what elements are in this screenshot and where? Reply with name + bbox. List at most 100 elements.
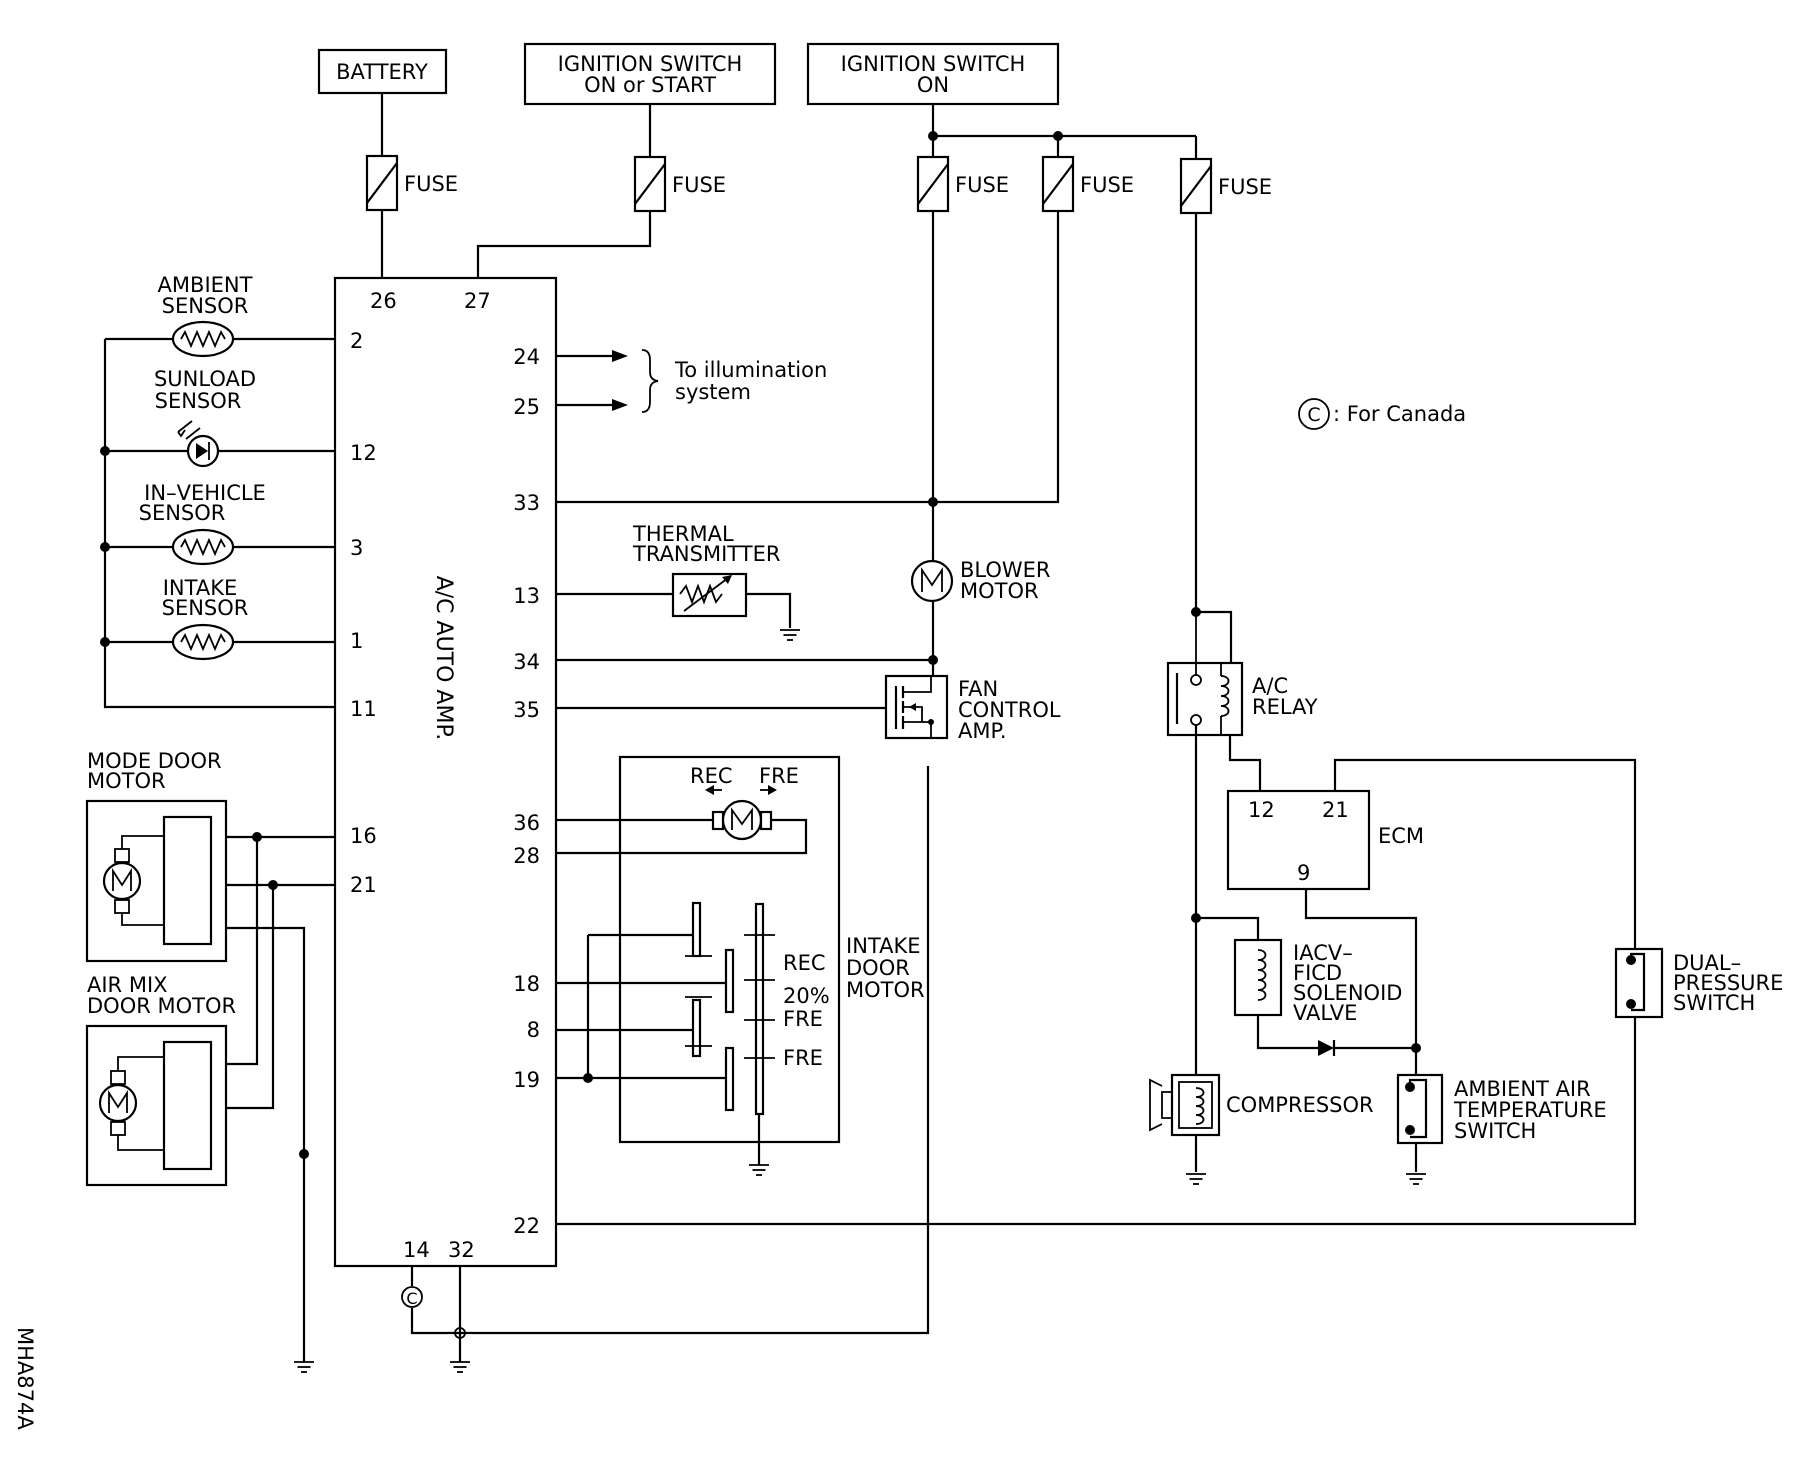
svg-text:TRANSMITTER: TRANSMITTER — [632, 542, 780, 566]
svg-text:THERMAL: THERMAL — [632, 522, 734, 546]
svg-text:FUSE: FUSE — [404, 172, 458, 196]
svg-text:A/C AUTO AMP.: A/C AUTO AMP. — [431, 576, 456, 741]
svg-text:SUNLOAD: SUNLOAD — [154, 367, 256, 391]
intake-door-motor: REC FRE REC 20% FRE FRE INTAKE DOOR MOTO… — [556, 755, 925, 1176]
svg-text:18: 18 — [513, 972, 540, 996]
svg-text:DOOR: DOOR — [846, 956, 910, 980]
fuse-ign-start: FUSE — [633, 155, 726, 213]
svg-text:MOTOR: MOTOR — [846, 978, 925, 1002]
ac-relay: A/C RELAY — [1166, 612, 1318, 737]
svg-text:9: 9 — [1297, 861, 1310, 885]
compressor: COMPRESSOR — [1149, 1073, 1374, 1137]
canada-note: C : For Canada — [1298, 398, 1466, 430]
svg-text:19: 19 — [513, 1068, 540, 1092]
svg-text:SOLENOID: SOLENOID — [1293, 981, 1402, 1005]
svg-text:SWITCH: SWITCH — [1673, 991, 1755, 1015]
wire-ecm-9 — [1304, 889, 1418, 1048]
svg-text:20%: 20% — [783, 984, 830, 1008]
svg-text:PRESSURE: PRESSURE — [1673, 971, 1783, 995]
ambient-air-temperature-switch: AMBIENT AIR TEMPERATURE SWITCH — [1396, 1048, 1607, 1172]
fuse-ign-on-3: FUSE — [1179, 157, 1272, 215]
svg-text:FICD: FICD — [1293, 961, 1342, 985]
svg-text:BATTERY: BATTERY — [336, 60, 428, 84]
svg-text:AMP.: AMP. — [958, 719, 1007, 743]
svg-text:21: 21 — [1322, 798, 1349, 822]
svg-text:MODE DOOR: MODE DOOR — [87, 749, 222, 773]
svg-text:26: 26 — [370, 289, 397, 313]
svg-text:DUAL–: DUAL– — [1673, 951, 1741, 975]
svg-text:AIR MIX: AIR MIX — [87, 973, 168, 997]
iacv-ficd-solenoid-valve: IACV– FICD SOLENOID VALVE — [1233, 938, 1402, 1025]
air-mix-door-motor: AIR MIX DOOR MOTOR — [85, 973, 236, 1187]
intake-sensor: INTAKE SENSOR — [162, 576, 249, 661]
svg-text:36: 36 — [513, 811, 540, 835]
svg-text:34: 34 — [513, 650, 540, 674]
door-motor-wires — [211, 835, 335, 1362]
illumination-outputs: To illumination system — [556, 349, 827, 413]
svg-text:FRE: FRE — [783, 1046, 823, 1070]
svg-text:FRE: FRE — [759, 764, 799, 788]
thermal-transmitter: THERMAL TRANSMITTER — [556, 522, 801, 641]
battery-source: BATTERY — [317, 48, 448, 95]
svg-text:FUSE: FUSE — [1080, 173, 1134, 197]
svg-text:28: 28 — [513, 844, 540, 868]
svg-text:35: 35 — [513, 698, 540, 722]
svg-text:ECM: ECM — [1378, 824, 1424, 848]
fuse-ign-on-1: FUSE — [916, 155, 1009, 213]
wire-iacv-in — [1196, 916, 1260, 940]
svg-text:12: 12 — [1248, 798, 1275, 822]
ignition-on-source: IGNITION SWITCH ON — [806, 42, 1060, 106]
svg-text:24: 24 — [513, 345, 540, 369]
amp-ground-wires — [410, 766, 930, 1362]
svg-text:: For Canada: : For Canada — [1333, 402, 1466, 426]
wire-ecm-21 — [1333, 758, 1637, 949]
svg-text:AMBIENT AIR: AMBIENT AIR — [1454, 1077, 1591, 1101]
svg-text:AMBIENT: AMBIENT — [158, 273, 253, 297]
svg-text:ON or START: ON or START — [584, 73, 716, 97]
svg-text:C: C — [1307, 404, 1320, 426]
sensor-wires — [103, 337, 335, 709]
svg-text:FRE: FRE — [783, 1007, 823, 1031]
svg-text:27: 27 — [464, 289, 491, 313]
svg-text:RELAY: RELAY — [1252, 695, 1318, 719]
svg-text:32: 32 — [448, 1238, 475, 1262]
svg-text:MOTOR: MOTOR — [960, 579, 1039, 603]
svg-text:CONTROL: CONTROL — [958, 698, 1061, 722]
fan-control-amp: FAN CONTROL AMP. — [884, 674, 1061, 743]
svg-text:8: 8 — [527, 1018, 540, 1042]
svg-text:11: 11 — [350, 697, 377, 721]
amp-pin-labels: 26 27 2 12 3 1 11 16 21 14 32 24 25 33 1… — [350, 289, 540, 1262]
svg-text:SENSOR: SENSOR — [155, 389, 242, 413]
svg-text:SWITCH: SWITCH — [1454, 1119, 1536, 1143]
wire-iacv-diode — [1256, 1015, 1318, 1050]
figure-code: MHA874A — [13, 1327, 37, 1430]
svg-text:SENSOR: SENSOR — [139, 501, 226, 525]
svg-text:TEMPERATURE: TEMPERATURE — [1453, 1098, 1607, 1122]
wire-relay-ecm — [1228, 735, 1262, 791]
svg-text:2: 2 — [350, 329, 363, 353]
fuse-ign-on-2: FUSE — [1041, 155, 1134, 213]
diode — [1318, 1040, 1336, 1056]
svg-text:25: 25 — [513, 395, 540, 419]
svg-text:FUSE: FUSE — [955, 173, 1009, 197]
svg-text:16: 16 — [350, 824, 377, 848]
sunload-sensor: SUNLOAD SENSOR — [154, 367, 256, 468]
svg-text:MOTOR: MOTOR — [87, 769, 166, 793]
ecm: 12 21 9 ECM — [1226, 789, 1424, 891]
svg-text:C: C — [406, 1289, 417, 1308]
svg-text:DOOR MOTOR: DOOR MOTOR — [87, 994, 236, 1018]
svg-text:SENSOR: SENSOR — [162, 596, 249, 620]
svg-text:IGNITION SWITCH: IGNITION SWITCH — [841, 52, 1026, 76]
svg-text:1: 1 — [350, 629, 363, 653]
svg-text:IN–VEHICLE: IN–VEHICLE — [144, 481, 266, 505]
svg-text:21: 21 — [350, 873, 377, 897]
svg-text:VALVE: VALVE — [1293, 1001, 1357, 1025]
svg-text:FUSE: FUSE — [672, 173, 726, 197]
svg-text:INTAKE: INTAKE — [846, 934, 921, 958]
svg-text:13: 13 — [513, 584, 540, 608]
canada-marker-circle: C — [401, 1286, 423, 1308]
svg-text:A/C: A/C — [1252, 674, 1288, 698]
svg-text:FUSE: FUSE — [1218, 175, 1272, 199]
wire-22 — [556, 1017, 1637, 1226]
svg-text:BLOWER: BLOWER — [960, 558, 1051, 582]
